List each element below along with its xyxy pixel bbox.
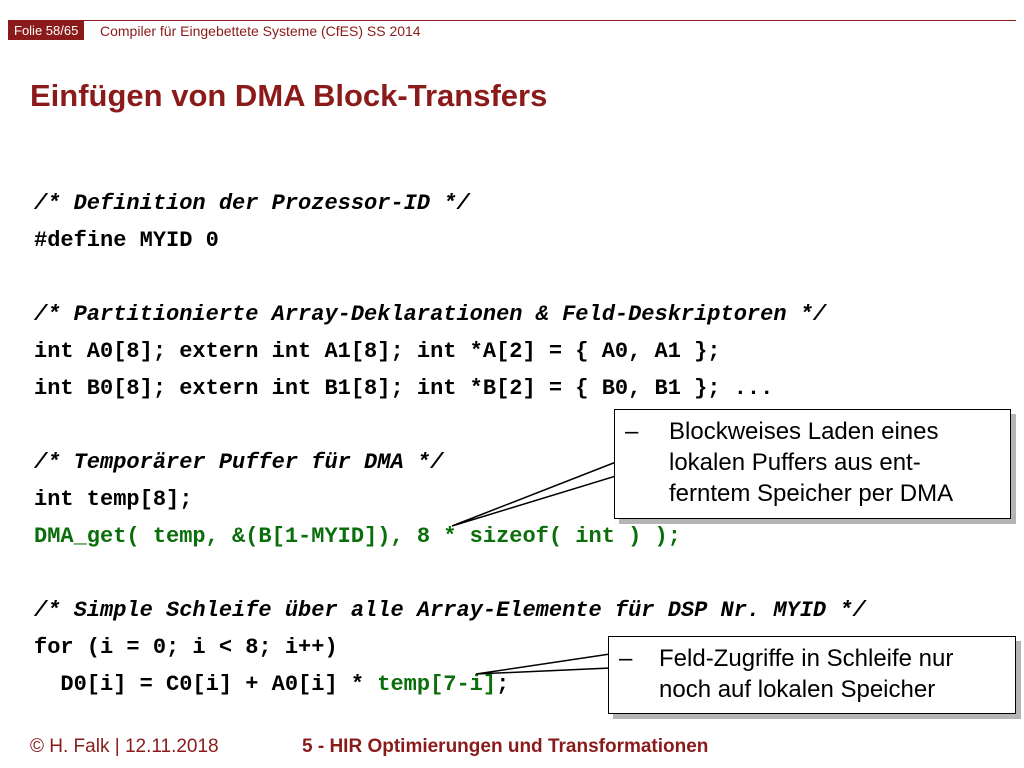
code-loop-body: D0[i] = C0[i] + A0[i] * temp[7-i]; — [34, 671, 509, 699]
code-decl-temp: int temp[8]; — [34, 487, 193, 512]
code-for-loop: for (i = 0; i < 8; i++) — [34, 635, 338, 660]
course-title: Compiler für Eingebettete Systeme (CfES)… — [100, 23, 421, 39]
code-comment-processor-id: /* Definition der Prozessor-ID */ — [34, 191, 470, 216]
code-decl-b: int B0[8]; extern int B1[8]; int *B[2] =… — [34, 376, 774, 401]
callout-dma-pointer — [451, 460, 617, 527]
callout-loop-text: Feld-Zugriffe in Schleife nur noch auf l… — [659, 645, 954, 703]
footer-chapter: 5 - HIR Optimierungen und Transformation… — [302, 736, 709, 757]
callout-loop-pointer — [475, 653, 611, 675]
callout-loop: – Feld-Zugriffe in Schleife nur noch auf… — [608, 636, 1016, 714]
code-comment-loop: /* Simple Schleife über alle Array-Eleme… — [34, 598, 866, 623]
code-comment-arrays: /* Partitionierte Array-Deklarationen & … — [34, 302, 827, 327]
header-divider — [8, 20, 1016, 21]
code-comment-buffer: /* Temporärer Puffer für DMA */ — [34, 450, 444, 475]
slide-title: Einfügen von DMA Block-Transfers — [30, 78, 548, 113]
code-loop-body-end: ; — [496, 672, 510, 697]
code-dma-get: DMA_get( temp, &(B[1-MYID]), 8 * sizeof(… — [34, 524, 681, 549]
code-temp-access: temp[7-i] — [377, 672, 497, 697]
code-decl-a: int A0[8]; extern int A1[8]; int *A[2] =… — [34, 339, 721, 364]
callout-dma-text: Blockweises Laden eines lokalen Puffers … — [669, 418, 954, 507]
callout-dma-dash: – — [625, 418, 639, 445]
code-loop-body-main: D0[i] = C0[i] + A0[i] * — [34, 672, 378, 697]
footer-author-date: © H. Falk | 12.11.2018 — [30, 736, 219, 757]
callout-loop-dash: – — [619, 645, 633, 672]
slide-number-badge: Folie 58/65 — [8, 21, 85, 40]
callout-dma: – Blockweises Laden eines lokalen Puffer… — [614, 409, 1011, 519]
code-define-myid: #define MYID 0 — [34, 228, 219, 253]
